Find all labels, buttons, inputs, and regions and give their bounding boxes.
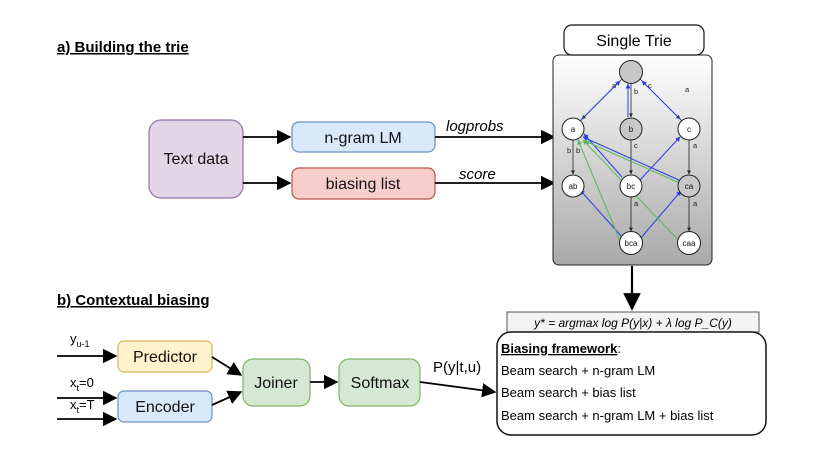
trie-node-caa-label: caa bbox=[683, 239, 696, 248]
green-edge-ca-a bbox=[584, 140, 683, 185]
input-xT-main: x bbox=[70, 397, 77, 412]
edge-label-b-bc: c bbox=[634, 141, 638, 150]
edge-label-c-ca: a bbox=[693, 141, 698, 150]
input-xT-rest: =T bbox=[79, 397, 95, 412]
green-edge-bca-a bbox=[577, 139, 622, 244]
trie-node-ca-label: ca bbox=[685, 182, 694, 191]
input-y-main: y bbox=[70, 331, 77, 346]
arrow-encoder-joiner bbox=[211, 390, 243, 406]
input-x0-sub: t bbox=[77, 383, 80, 393]
input-xT-sub: t bbox=[77, 405, 80, 415]
input-xT-label: xt=T bbox=[70, 397, 95, 415]
edge-label-a-ab-2: b bbox=[576, 146, 580, 155]
input-x0-label: xt=0 bbox=[70, 375, 94, 393]
trie-node-ca bbox=[677, 174, 701, 198]
trie-node-a-label: a bbox=[571, 125, 576, 134]
encoder-label: Encoder bbox=[135, 399, 195, 416]
trie-node-c bbox=[677, 117, 701, 141]
edge-label-a-ab: b bbox=[567, 146, 571, 155]
text-data-label: Text data bbox=[164, 151, 229, 168]
blue-edge-bca-ca bbox=[639, 190, 682, 240]
trie-node-bc-label: bc bbox=[627, 182, 635, 191]
encoder-box bbox=[117, 390, 213, 423]
ngram-lm-label: n-gram LM bbox=[324, 130, 401, 147]
edge-label-root-c: c bbox=[648, 81, 652, 90]
softmax-label: Softmax bbox=[351, 375, 410, 392]
framework-item-2: Beam search + bias list bbox=[501, 385, 636, 400]
trie-node-b-label: b bbox=[629, 125, 634, 134]
trie-node-ab bbox=[561, 174, 585, 198]
section-b-title: b) Contextual biasing bbox=[57, 292, 210, 309]
framework-box bbox=[496, 331, 767, 436]
trie-node-b bbox=[619, 117, 643, 141]
framework-heading: Biasing framework: bbox=[501, 341, 621, 356]
text-data-box bbox=[148, 119, 244, 199]
blue-edge-a-root bbox=[579, 80, 621, 122]
score-label: score bbox=[459, 166, 496, 183]
framework-title: Biasing framework bbox=[501, 341, 618, 356]
edge-label-ca-caa: a bbox=[693, 199, 698, 208]
trie-node-bc bbox=[619, 174, 643, 198]
input-y-label: yu-1 bbox=[70, 331, 90, 349]
trie-node-c-label: c bbox=[687, 125, 691, 134]
trie-node-bca bbox=[619, 231, 643, 255]
trie-edge-labels: a b c b c a b a a a bbox=[567, 81, 698, 208]
predictor-box bbox=[117, 340, 213, 373]
framework-item-3: Beam search + n-gram LM + bias list bbox=[501, 408, 714, 423]
trie-backoff-blue bbox=[579, 80, 683, 240]
single-trie-title: Single Trie bbox=[596, 33, 672, 50]
input-y-sub: u-1 bbox=[77, 339, 90, 349]
edge-label-root-b: b bbox=[634, 87, 638, 96]
section-a-title: a) Building the trie bbox=[57, 39, 189, 56]
framework-colon: : bbox=[617, 341, 621, 356]
predictor-label: Predictor bbox=[133, 349, 198, 366]
arrow-predictor-joiner bbox=[211, 356, 243, 376]
trie-node-bca-label: bca bbox=[625, 239, 638, 248]
prob-label: P(y|t,u) bbox=[433, 359, 481, 376]
edge-label-root-a: a bbox=[612, 81, 617, 90]
blue-edge-c-root bbox=[641, 80, 683, 122]
joiner-label: Joiner bbox=[254, 375, 298, 392]
edge-label-c-extra: a bbox=[685, 85, 690, 94]
biasing-list-label: biasing list bbox=[326, 176, 401, 193]
blue-edge-ca-a bbox=[582, 136, 682, 182]
trie-node-ab-label: ab bbox=[569, 182, 578, 191]
logprobs-label: logprobs bbox=[446, 118, 504, 135]
framework-item-1: Beam search + n-gram LM bbox=[501, 363, 655, 378]
trie-node-a bbox=[561, 117, 585, 141]
trie-node-root bbox=[619, 60, 643, 84]
input-x0-rest: =0 bbox=[79, 375, 94, 390]
arrow-softmax-framework bbox=[419, 381, 497, 398]
trie-node-caa bbox=[677, 231, 701, 255]
single-trie-title-box bbox=[563, 24, 705, 56]
trie-nodes: a b c ab bc ca bca caa bbox=[561, 60, 701, 255]
input-x0-main: x bbox=[70, 375, 77, 390]
blue-edge-bc-c2 bbox=[639, 136, 681, 181]
edge-label-bc-bca: a bbox=[634, 199, 639, 208]
blue-edge-bc-c bbox=[583, 133, 623, 178]
equation-text: y* = argmax log P(y|x) + λ log P_C(y) bbox=[533, 316, 732, 330]
